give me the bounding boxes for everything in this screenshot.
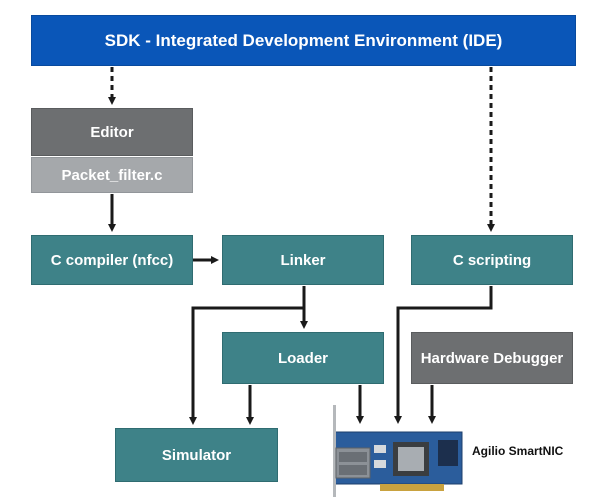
loader-box: Loader (222, 332, 384, 384)
smartnic-card-image (333, 405, 463, 497)
editor-file-label: Packet_filter.c (61, 166, 163, 184)
debugger-label: Hardware Debugger (420, 349, 564, 367)
compiler-label: C compiler (nfcc) (50, 251, 174, 269)
scripting-label: C scripting (452, 251, 532, 269)
debugger-box: Hardware Debugger (411, 332, 573, 384)
simulator-box: Simulator (115, 428, 278, 482)
ide-box: SDK - Integrated Development Environment… (31, 15, 576, 66)
ide-label: SDK - Integrated Development Environment… (104, 30, 503, 50)
compiler-box: C compiler (nfcc) (31, 235, 193, 285)
editor-file-box: Packet_filter.c (31, 157, 193, 193)
simulator-label: Simulator (161, 446, 232, 464)
editor-label: Editor (90, 123, 134, 141)
smartnic-label: Agilio SmartNIC (472, 444, 564, 458)
scripting-box: C scripting (411, 235, 573, 285)
linker-label: Linker (280, 251, 326, 269)
scripting-to-nic-line (394, 286, 493, 424)
loader-label: Loader (277, 349, 328, 367)
editor-box: Editor (31, 108, 193, 156)
linker-to-simulator-line (189, 306, 304, 425)
linker-box: Linker (222, 235, 384, 285)
